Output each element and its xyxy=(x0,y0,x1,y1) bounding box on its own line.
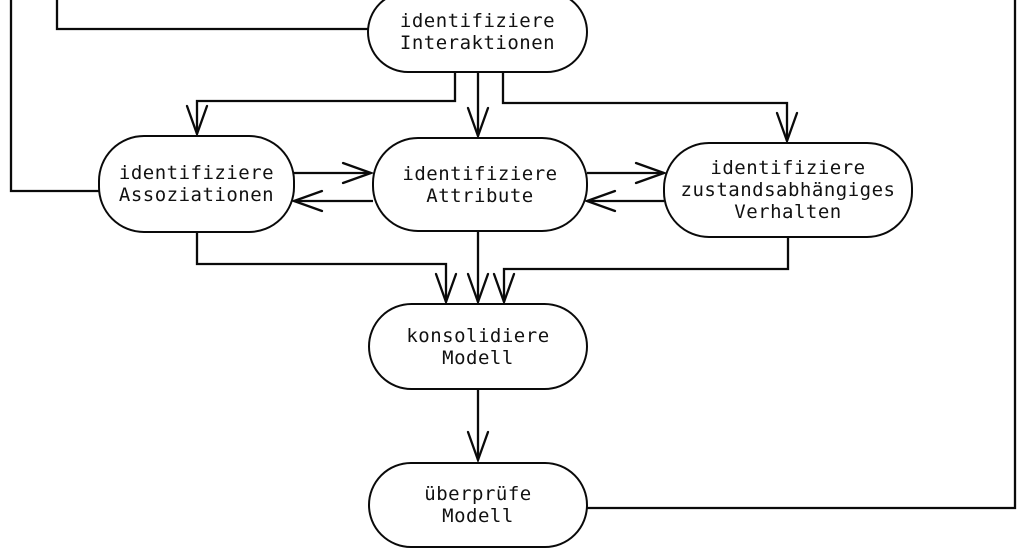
edge-ueberpruefe-to-offscreen xyxy=(585,0,1017,510)
node-label-line: identifiziere xyxy=(118,162,275,184)
node-ueberpruefe-modell: überprüfe Modell xyxy=(368,462,588,548)
node-konsolidiere-modell: konsolidiere Modell xyxy=(368,303,588,390)
edge-offscreen-to-interaktionen xyxy=(55,0,371,31)
node-identifiziere-zustandsabhaengiges-verhalten: identifiziere zustandsabhängiges Verhalt… xyxy=(663,142,913,238)
node-label-line: identifiziere xyxy=(402,162,558,185)
node-identifiziere-interaktionen: identifiziere Interaktionen xyxy=(367,0,588,73)
node-identifiziere-attribute: identifiziere Attribute xyxy=(372,137,588,232)
node-label-line: Verhalten xyxy=(734,201,842,223)
node-label-line: identifiziere xyxy=(710,157,866,179)
node-label-line: überprüfe xyxy=(424,483,532,505)
edge-verhalten-to-konsolidiere xyxy=(492,237,790,306)
node-label-line: identifiziere xyxy=(399,10,556,32)
node-label-line: Modell xyxy=(442,505,514,527)
node-label-line: zustandsabhängiges xyxy=(680,179,896,201)
edge-interaktionen-to-assoziationen xyxy=(185,73,457,138)
edge-assoziationen-to-konsolidiere xyxy=(195,232,458,306)
edge-interaktionen-to-verhalten xyxy=(501,73,799,145)
node-label-line: Interaktionen xyxy=(399,32,556,54)
node-label-line: Attribute xyxy=(426,184,534,207)
node-label-line: Modell xyxy=(442,346,514,369)
node-identifiziere-assoziationen: identifiziere Assoziationen xyxy=(98,135,295,233)
node-label-line: konsolidiere xyxy=(406,324,550,347)
edge-offscreen-to-assoziationen xyxy=(9,0,101,193)
node-label-line: Assoziationen xyxy=(118,184,275,206)
